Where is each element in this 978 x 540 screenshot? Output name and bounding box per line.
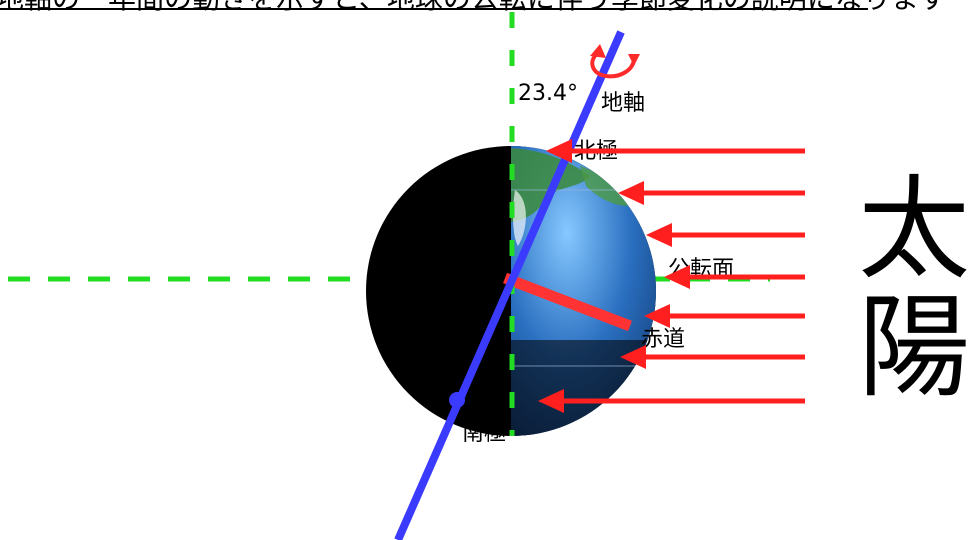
land-mass xyxy=(580,166,628,206)
arrow-left-icon xyxy=(618,181,805,205)
top-caption: 地軸の一年間の動きを示すと、地球の公転に伴う季節変化の説明になります xyxy=(0,0,947,15)
south-pole-label: 南極 xyxy=(462,421,506,446)
arrow-left-icon xyxy=(664,265,805,289)
sun-rays xyxy=(538,139,805,413)
sun-label-line2: 陽 xyxy=(858,283,970,413)
arrow-left-icon xyxy=(644,304,805,328)
tilt-angle-label: 23.4° xyxy=(518,81,578,106)
arrow-left-icon xyxy=(538,389,805,413)
arrow-left-icon xyxy=(620,345,805,369)
equator-label: 赤道 xyxy=(641,327,685,352)
south-pole-marker xyxy=(449,392,465,408)
rotation-arrow-icon xyxy=(590,44,640,79)
sun-label-line1: 太 xyxy=(858,165,970,295)
cloud xyxy=(513,190,526,246)
arrow-left-icon xyxy=(546,139,805,163)
earth-axis-label: 地軸 xyxy=(601,91,645,116)
equator-band xyxy=(503,272,632,332)
earth-axis xyxy=(394,30,625,540)
arrow-left-icon xyxy=(646,223,805,247)
